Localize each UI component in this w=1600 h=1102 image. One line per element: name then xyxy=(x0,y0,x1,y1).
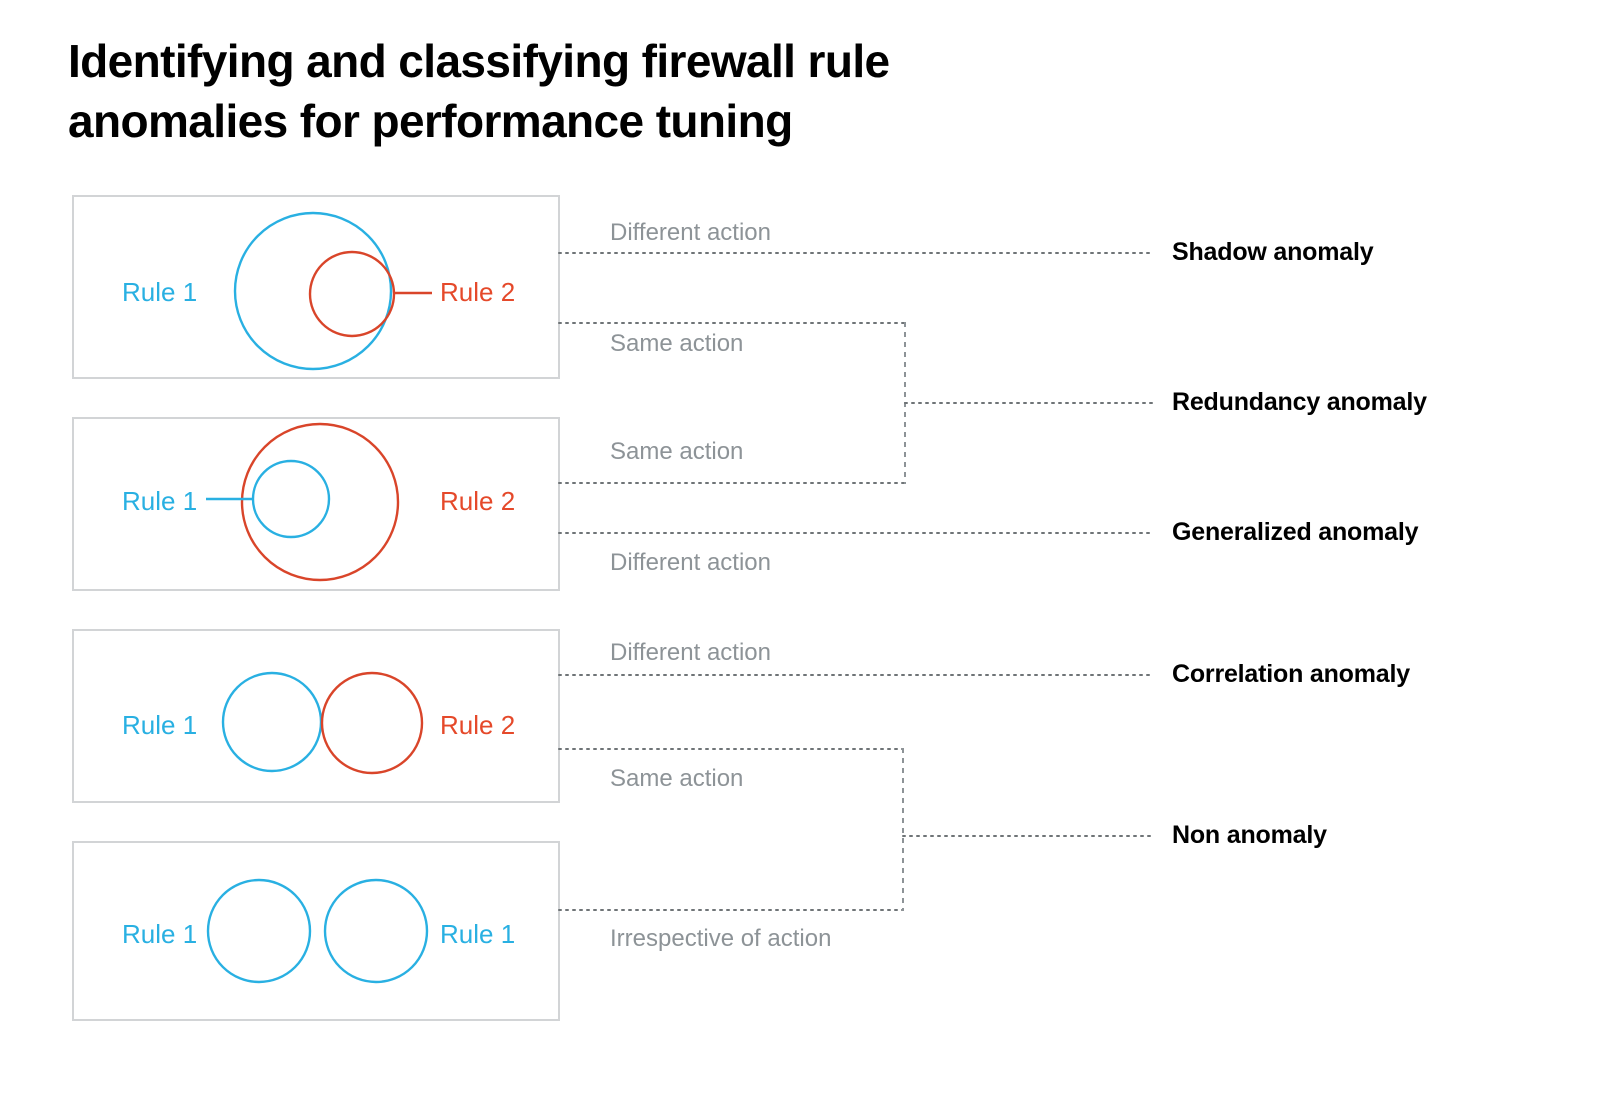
action-label-same-3: Same action xyxy=(610,765,744,792)
anomaly-label-generalized: Generalized anomaly xyxy=(1172,518,1419,546)
panel2-rule2-circle xyxy=(240,422,400,582)
anomaly-label-correlation: Correlation anomaly xyxy=(1172,660,1410,688)
panel4-rule1-circle-right xyxy=(323,878,429,984)
action-label-same-1: Same action xyxy=(610,330,744,357)
panel3-rule1-circle xyxy=(221,671,323,773)
action-label-different-3: Different action xyxy=(610,639,771,666)
panel1-rule1-label: Rule 1 xyxy=(122,277,198,307)
panel2-rule1-label: Rule 1 xyxy=(122,486,198,516)
panel-frame-correlation xyxy=(72,629,560,803)
panel3-rule1-label: Rule 1 xyxy=(122,710,198,740)
panel-frame-non-anomaly xyxy=(72,841,560,1021)
page-title: Identifying and classifying firewall rul… xyxy=(68,32,1068,152)
page-title-line-2: anomalies for performance tuning xyxy=(68,94,793,147)
panel2-rule2-label: Rule 2 xyxy=(440,486,516,516)
anomaly-label-non: Non anomaly xyxy=(1172,821,1327,849)
panel4-rule1-circle-left xyxy=(206,878,312,984)
panel4-rule1-label-right: Rule 1 xyxy=(440,919,516,949)
panel1-rule1-circle xyxy=(233,211,393,371)
action-label-same-2: Same action xyxy=(610,438,744,465)
panel1-rule2-circle xyxy=(308,250,396,338)
action-label-different-1: Different action xyxy=(610,219,771,246)
panel-frame-generalized xyxy=(72,417,560,591)
page-title-line-1: Identifying and classifying firewall rul… xyxy=(68,35,890,87)
anomaly-label-shadow: Shadow anomaly xyxy=(1172,238,1374,266)
panel2-rule1-circle xyxy=(251,459,331,539)
panel1-rule2-label: Rule 2 xyxy=(440,277,516,307)
anomaly-label-redundancy: Redundancy anomaly xyxy=(1172,388,1427,416)
action-label-irrespective: Irrespective of action xyxy=(610,925,832,952)
action-label-different-2: Different action xyxy=(610,549,771,576)
panel3-rule2-label: Rule 2 xyxy=(440,710,516,740)
panel-frame-shadow xyxy=(72,195,560,379)
panel3-rule2-circle xyxy=(320,671,424,775)
panel4-rule1-label-left: Rule 1 xyxy=(122,919,198,949)
